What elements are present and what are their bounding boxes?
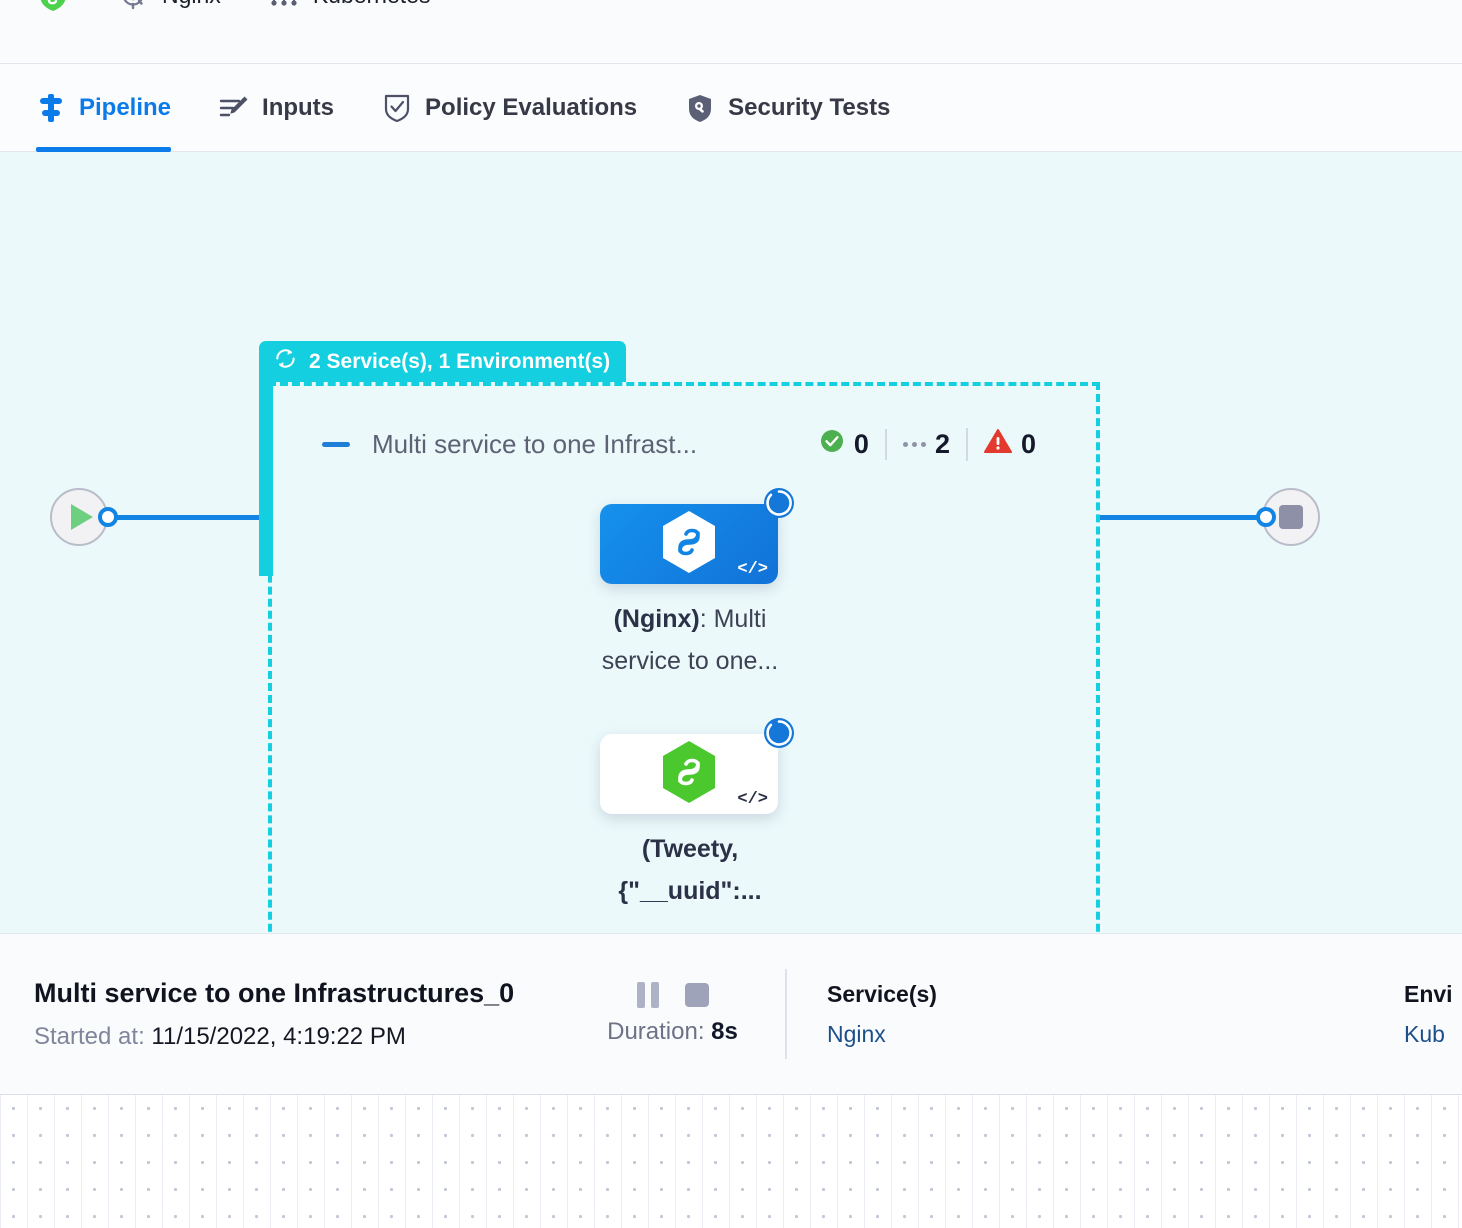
group-dashed-container[interactable] — [268, 382, 1100, 933]
node-label-line2: {"__uuid":... — [618, 877, 762, 905]
service-node-label-tweety: (Tweety, {"__uuid":... — [560, 828, 820, 912]
gear-icon — [116, 0, 150, 12]
counter-error: 0 — [965, 427, 1052, 461]
service-node-tweety[interactable]: </> — [600, 734, 778, 814]
node-label-line2: service to one... — [601, 647, 779, 675]
tab-security-tests[interactable]: Security Tests — [685, 64, 890, 152]
service-node-nginx[interactable]: </> — [600, 504, 778, 584]
pause-icon[interactable] — [636, 982, 659, 1008]
execution-summary: Multi service to one Infrastructures_0 S… — [0, 978, 560, 1051]
code-glyph-icon: </> — [737, 790, 768, 809]
panel-divider — [785, 969, 787, 1059]
node-label-line1-bold: (Nginx) — [613, 605, 700, 633]
page-title: Multi service to one Infrastructures_0 — [34, 977, 515, 1008]
services-link-nginx[interactable]: Nginx — [827, 1020, 886, 1047]
tab-label-pipeline: Pipeline — [79, 93, 172, 121]
success-check-icon — [819, 428, 845, 461]
group-header: Multi service to one Infrast... 0 2 — [322, 420, 1052, 468]
breadcrumb-leading-icon-wrap — [36, 0, 70, 12]
breadcrumb-label-kubernetes: Kubernetes — [313, 0, 431, 9]
counter-running: 2 — [884, 428, 966, 460]
environments-link-kubernetes[interactable]: Kub — [1404, 1020, 1445, 1047]
node-label-line1-rest: : Multi — [699, 605, 767, 633]
execution-info-panel: Multi service to one Infrastructures_0 S… — [0, 933, 1462, 1095]
tab-inputs[interactable]: Inputs — [219, 64, 334, 152]
duration-label: Duration: — [607, 1018, 705, 1045]
tab-label-security-tests: Security Tests — [728, 93, 891, 121]
services-column: Service(s) Nginx — [787, 981, 1364, 1048]
harness-hexagon-icon — [658, 509, 720, 580]
environments-column: Envi Kub — [1364, 981, 1453, 1048]
started-at-label: Started at: — [34, 1022, 145, 1050]
harness-shield-icon — [36, 0, 70, 12]
pipeline-end-node[interactable] — [1262, 488, 1320, 546]
start-node-port[interactable] — [98, 507, 118, 527]
policy-shield-check-icon — [382, 93, 412, 123]
edge-start-to-group — [110, 515, 265, 520]
edge-group-to-end — [1097, 515, 1259, 520]
background-dot-grid — [0, 1095, 1462, 1228]
harness-hexagon-icon — [658, 739, 720, 810]
breadcrumb-item-kubernetes[interactable]: Kubernetes — [267, 0, 431, 12]
stop-icon — [1279, 505, 1303, 529]
tab-label-policy-evaluations: Policy Evaluations — [425, 93, 638, 121]
error-warning-icon — [983, 428, 1012, 461]
running-dots-icon — [902, 441, 926, 447]
node-label-line1: (Tweety, — [641, 835, 739, 863]
tab-label-inputs: Inputs — [262, 93, 335, 121]
execution-controls — [636, 982, 709, 1008]
stop-icon[interactable] — [684, 983, 709, 1007]
pipeline-canvas[interactable]: 2 Service(s), 1 Environment(s) Multi ser… — [0, 152, 1462, 933]
started-at-row: Started at: 11/15/2022, 4:19:22 PM — [34, 1023, 560, 1051]
collapse-dash-icon[interactable] — [322, 441, 350, 447]
play-icon — [71, 504, 93, 530]
duration-block: Duration: 8s — [560, 982, 785, 1046]
tab-policy-evaluations[interactable]: Policy Evaluations — [382, 64, 637, 152]
group-title: Multi service to one Infrast... — [372, 428, 698, 459]
tab-pipeline[interactable]: Pipeline — [36, 64, 172, 152]
end-node-port[interactable] — [1256, 507, 1276, 527]
running-spinner-icon-tweety — [762, 716, 796, 750]
inputs-icon — [219, 93, 249, 123]
group-matrix-badge[interactable]: 2 Service(s), 1 Environment(s) — [259, 341, 627, 382]
duration-value: 8s — [711, 1018, 738, 1045]
started-at-value: 11/15/2022, 4:19:22 PM — [151, 1022, 406, 1050]
environments-heading: Envi — [1404, 980, 1453, 1007]
tab-bar: Pipeline Inputs Policy Evaluations — [0, 64, 1462, 152]
breadcrumb-label-nginx: Nginx — [162, 0, 221, 9]
code-glyph-icon: </> — [737, 560, 768, 579]
counter-error-value: 0 — [1020, 428, 1036, 459]
counter-running-value: 2 — [934, 428, 950, 459]
breadcrumb: Nginx Kubernetes — [0, 0, 1462, 64]
running-spinner-icon-nginx — [762, 486, 796, 520]
counter-success-value: 0 — [853, 428, 869, 459]
group-badge-label: 2 Service(s), 1 Environment(s) — [309, 349, 611, 373]
security-shield-icon — [685, 93, 715, 123]
duration-text: Duration: 8s — [607, 1018, 738, 1046]
loop-matrix-icon — [273, 346, 298, 377]
kubernetes-infra-icon — [267, 0, 301, 12]
pipeline-icon — [36, 93, 66, 123]
services-heading: Service(s) — [827, 980, 937, 1007]
service-node-label-nginx: (Nginx): Multi service to one... — [560, 598, 820, 682]
group-status-counters: 0 2 0 — [803, 423, 1052, 465]
counter-success: 0 — [803, 428, 885, 461]
breadcrumb-item-nginx[interactable]: Nginx — [116, 0, 221, 12]
